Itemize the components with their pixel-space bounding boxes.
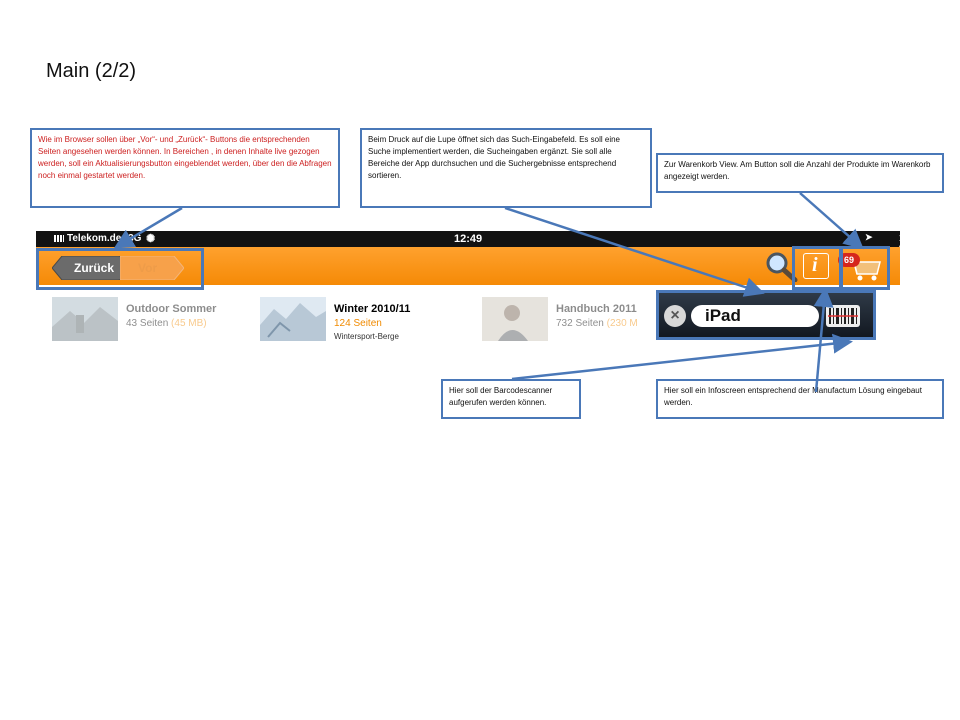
catalog-title: Outdoor Sommer bbox=[126, 303, 217, 315]
callout-info-text: Hier soll ein Infoscreen entsprechend de… bbox=[664, 386, 922, 407]
catalog-subtitle: Wintersport-Berge bbox=[334, 332, 399, 341]
catalog-pages: 124 Seiten bbox=[334, 318, 382, 329]
search-button[interactable] bbox=[764, 250, 798, 283]
barcode-scanner-button[interactable] bbox=[826, 305, 860, 327]
barcode-icon bbox=[828, 308, 858, 324]
callout-search-text: Beim Druck auf die Lupe öffnet sich das … bbox=[368, 135, 620, 180]
callout-cart: Zur Warenkorb View. Am Button soll die A… bbox=[656, 153, 944, 193]
battery-level: 100 % bbox=[899, 233, 916, 255]
magnifier-icon bbox=[766, 252, 798, 283]
callout-barcode: Hier soll der Barcodescanner aufgerufen … bbox=[441, 379, 581, 419]
arrow-navigation bbox=[113, 206, 183, 249]
back-button-label: Zurück bbox=[74, 261, 115, 275]
callout-navigation: Wie im Browser sollen über „Vor“- und „Z… bbox=[30, 128, 340, 208]
slide-title: Main (2/2) bbox=[46, 60, 137, 82]
clear-search-button[interactable]: × bbox=[664, 305, 686, 327]
callout-search: Beim Druck auf die Lupe öffnet sich das … bbox=[360, 128, 652, 208]
arrow-search bbox=[504, 206, 765, 297]
catalog-item[interactable]: Winter 2010/11 124 Seiten Wintersport-Be… bbox=[260, 297, 470, 341]
arrow-info bbox=[813, 287, 834, 393]
callout-barcode-text: Hier soll der Barcodescanner aufgerufen … bbox=[449, 386, 553, 407]
nav-buttons-highlight bbox=[36, 248, 204, 290]
cart-count-badge: 69 bbox=[838, 253, 860, 267]
catalog-thumbnail bbox=[260, 297, 326, 341]
callout-cart-text: Zur Warenkorb View. Am Button soll die A… bbox=[664, 160, 931, 181]
catalog-thumbnail bbox=[52, 297, 118, 341]
signal-icon bbox=[54, 234, 64, 242]
info-button[interactable]: i bbox=[803, 253, 829, 279]
catalog-title: Winter 2010/11 bbox=[334, 303, 411, 315]
search-bar: × bbox=[656, 290, 876, 340]
catalog-item[interactable]: Handbuch 2011 732 Seiten (230 M bbox=[482, 297, 692, 341]
arrow-barcode bbox=[511, 333, 853, 381]
catalog-pages: 732 Seiten (230 M bbox=[556, 318, 638, 329]
forward-arrow-shape bbox=[120, 256, 184, 280]
catalog-title: Handbuch 2011 bbox=[556, 303, 637, 315]
clock: 12:49 bbox=[454, 233, 483, 245]
forward-button[interactable]: Vor bbox=[120, 256, 184, 280]
activity-spinner-icon: ✺ bbox=[146, 233, 156, 245]
info-icon: i bbox=[812, 254, 818, 276]
cart-button[interactable]: 69 bbox=[838, 252, 888, 282]
catalog-pages: 43 Seiten (45 MB) bbox=[126, 318, 207, 329]
cart-button-highlight bbox=[840, 246, 890, 290]
callout-navigation-text: Wie im Browser sollen über „Vor“- und „Z… bbox=[38, 135, 332, 180]
arrow-cart bbox=[799, 192, 864, 250]
location-arrow-icon: ➤ bbox=[865, 232, 873, 242]
catalog-thumbnail bbox=[482, 297, 548, 341]
catalog-item[interactable]: Outdoor Sommer 43 Seiten (45 MB) bbox=[52, 297, 262, 341]
callout-info: Hier soll ein Infoscreen entsprechend de… bbox=[656, 379, 944, 419]
search-input[interactable] bbox=[691, 305, 819, 327]
forward-button-label: Vor bbox=[138, 261, 158, 275]
